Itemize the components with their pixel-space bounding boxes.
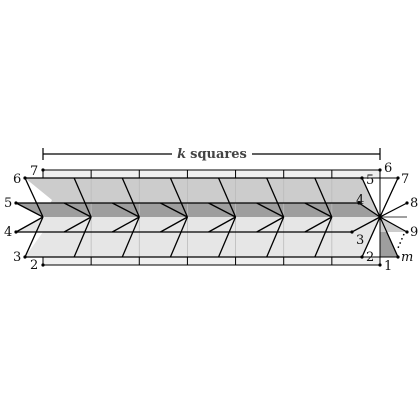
- vertex-dot: [360, 255, 364, 259]
- lower-band: [25, 217, 380, 257]
- vertex-dot: [396, 176, 400, 180]
- dimension-label: k squares: [177, 147, 247, 162]
- crease-upper-mid: [111, 202, 140, 218]
- vertex-dot: [396, 255, 400, 259]
- fan-ellipsis: [397, 233, 405, 249]
- crease-upper: [217, 177, 237, 218]
- crease-lower-mid: [63, 216, 92, 233]
- crease-upper-mid: [208, 202, 236, 218]
- right-label-1: 1: [384, 259, 392, 274]
- vertex-dot: [23, 176, 27, 180]
- dimension-variable: k: [177, 147, 186, 162]
- left-edge-mid-lower: [15, 216, 44, 233]
- left-label-4: 4: [4, 225, 12, 240]
- dimension-line: [42, 148, 381, 160]
- vertex-dot: [350, 230, 354, 234]
- right-label-9: 9: [410, 225, 418, 240]
- crease-lower-mid: [111, 216, 140, 233]
- vertex-dot: [41, 168, 45, 172]
- right-label-7: 7: [401, 172, 409, 187]
- left-label-2: 2: [30, 258, 38, 273]
- crease-lines: [63, 177, 333, 258]
- crease-lower: [217, 216, 237, 258]
- fan-ray-8: [379, 202, 408, 218]
- right-label-4: 4: [356, 193, 364, 208]
- vertex-dot: [360, 176, 364, 180]
- vertex-dot: [405, 230, 409, 234]
- right-label-m: m: [401, 250, 413, 265]
- crease-lower-mid: [160, 216, 188, 233]
- dark-band: [16, 203, 380, 217]
- right-label-2: 2: [366, 250, 374, 265]
- crease-upper: [73, 177, 92, 218]
- crease-lower-mid: [208, 216, 236, 233]
- vertex-dots: [14, 168, 409, 267]
- vertex-dot: [41, 263, 45, 267]
- crease-upper-mid: [256, 202, 284, 218]
- fan-ray-m: [379, 216, 399, 258]
- top-rail: [42, 169, 381, 179]
- crease-lower: [314, 216, 333, 258]
- left-edge-mid-upper: [15, 202, 44, 218]
- left-label-6: 6: [13, 172, 21, 187]
- right-label-5: 5: [366, 173, 374, 188]
- crease-lower: [121, 216, 140, 258]
- fan-ray-7: [379, 177, 399, 218]
- crease-upper: [169, 177, 189, 218]
- dimension-text: squares: [190, 147, 247, 162]
- bottom-rail: [42, 256, 381, 266]
- vertex-dot: [405, 201, 409, 205]
- crease-lower-mid: [304, 216, 333, 233]
- crease-lower-mid: [256, 216, 285, 233]
- crease-upper: [314, 177, 333, 218]
- vertex-dot: [14, 201, 18, 205]
- vertex-dot: [378, 215, 382, 219]
- left-label-3: 3: [13, 250, 21, 265]
- fan-ray-9: [379, 216, 408, 233]
- left-edge-upper: [24, 177, 44, 218]
- crease-lower: [169, 216, 189, 258]
- right-label-8: 8: [410, 196, 418, 211]
- vertex-dot: [357, 201, 361, 205]
- crease-upper: [121, 177, 140, 218]
- vertex-dot: [378, 263, 382, 267]
- right-label-3: 3: [356, 233, 364, 248]
- crease-upper-mid: [160, 202, 188, 218]
- left-edge-lower: [24, 216, 44, 258]
- vertex-dot: [14, 230, 18, 234]
- crease-lower: [73, 216, 92, 258]
- crease-upper-mid: [304, 202, 333, 218]
- crease-upper: [266, 177, 285, 218]
- left-label-7: 7: [30, 164, 38, 179]
- vertex-dot: [23, 255, 27, 259]
- right-fan: [379, 177, 408, 258]
- right-label-6: 6: [384, 161, 392, 176]
- left-label-5: 5: [4, 196, 12, 211]
- vertex-dot: [378, 168, 382, 172]
- crease-upper-mid: [63, 202, 92, 218]
- crease-lower: [266, 216, 285, 258]
